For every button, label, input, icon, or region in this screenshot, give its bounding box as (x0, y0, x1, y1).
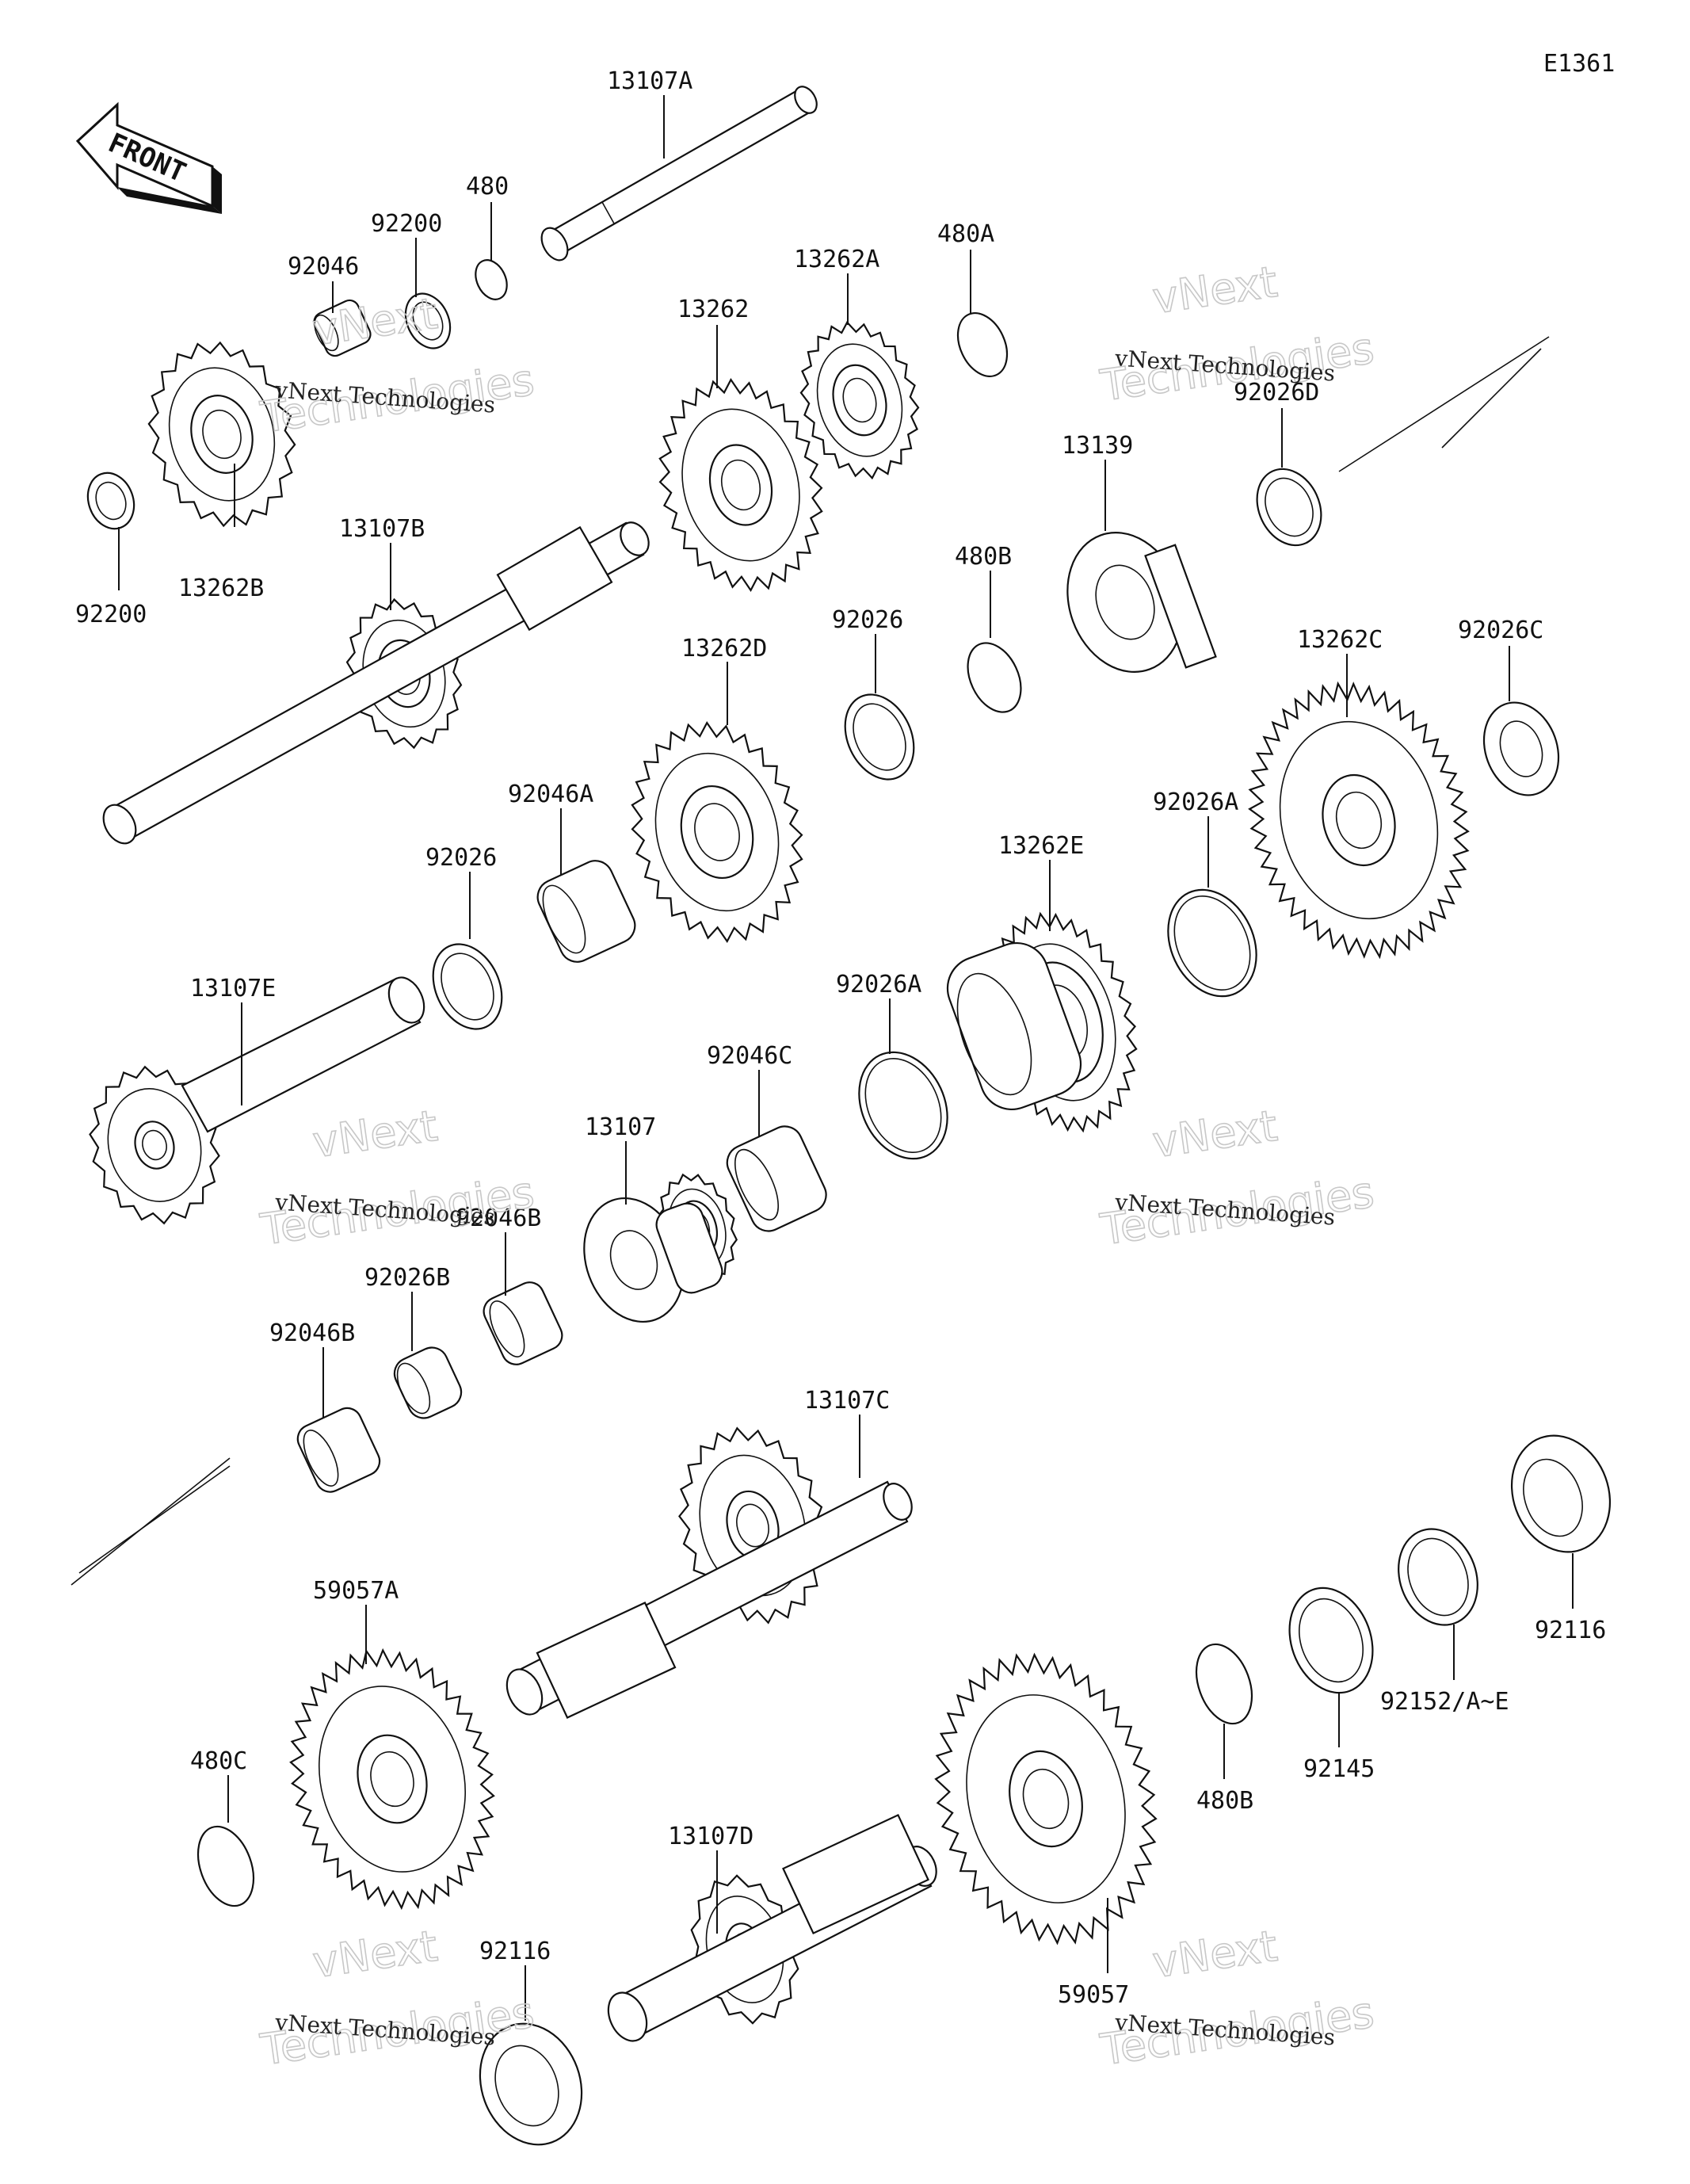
label-13107B: 13107B (339, 515, 425, 543)
washer-92026-mid (432, 943, 503, 1030)
label-13139: 13139 (1062, 432, 1133, 460)
needle-bearing-92046B-low (296, 1407, 381, 1493)
axis-line-bottom-left (71, 1457, 231, 1586)
label-92026-mid: 92026 (425, 844, 497, 872)
watermark-line1: vNext (1150, 1101, 1280, 1167)
circlip-480C (196, 1825, 255, 1907)
watermark-line1: vNext (1150, 1921, 1280, 1987)
label-13262C: 13262C (1297, 626, 1383, 654)
label-92026D: 92026D (1234, 379, 1319, 407)
label-92145: 92145 (1303, 1755, 1375, 1783)
washer-92200-left (86, 472, 135, 530)
gear-13262C (1248, 681, 1470, 960)
watermark-line1: vNext (310, 288, 441, 355)
label-92046C: 92046C (707, 1042, 792, 1070)
label-13262A: 13262A (794, 246, 879, 273)
axis-line-top-right-2 (1441, 348, 1542, 449)
label-59057A: 59057A (313, 1577, 399, 1605)
circlip-480A (956, 312, 1009, 377)
label-92026A-right: 92026A (1153, 788, 1238, 816)
label-480C: 480C (190, 1747, 247, 1775)
label-92200-top: 92200 (371, 210, 442, 238)
label-13262B: 13262B (178, 575, 264, 602)
washer-92026D (1256, 468, 1322, 547)
gear-13262 (658, 377, 823, 593)
race-92152 (1398, 1528, 1478, 1626)
label-59057: 59057 (1058, 1981, 1129, 2009)
collar-92026B (393, 1346, 463, 1419)
circlip-480 (475, 259, 508, 300)
label-13107C: 13107C (804, 1387, 890, 1415)
label-92116-right: 92116 (1535, 1617, 1606, 1644)
label-480: 480 (466, 173, 509, 200)
washer-92026C (1482, 701, 1560, 796)
washer-92026A-left (858, 1051, 948, 1160)
gear-13262B (147, 341, 296, 528)
shaft-13107B (102, 521, 650, 845)
needle-bearing-92046C (726, 1125, 827, 1232)
gear-13262D (631, 720, 803, 944)
label-92026-top: 92026 (832, 606, 903, 634)
washer-92026-top (844, 693, 915, 781)
label-480B-top: 480B (955, 543, 1012, 571)
front-arrow-icon: FRONT (75, 101, 222, 214)
axis-line-top-right (1338, 336, 1550, 472)
label-92046B-mid: 92046B (456, 1205, 541, 1232)
label-92046: 92046 (288, 253, 359, 281)
gear-59057A (289, 1648, 495, 1911)
shift-hub-13139 (1066, 532, 1217, 673)
label-92046A: 92046A (508, 781, 593, 808)
shaft-13107A (540, 86, 818, 262)
label-13107: 13107 (585, 1113, 656, 1141)
needle-bearing-92046A (536, 860, 636, 963)
label-13107E: 13107E (190, 975, 276, 1002)
diagram-id: E1361 (1543, 50, 1615, 78)
shaft-13107C (505, 1480, 913, 1719)
label-13107D: 13107D (668, 1823, 753, 1850)
gear-59057 (934, 1652, 1158, 1945)
shaft-13107D (607, 1813, 937, 2042)
label-92026C: 92026C (1458, 617, 1543, 644)
label-92116-bottom: 92116 (479, 1938, 551, 1965)
label-92200-left: 92200 (75, 601, 147, 628)
label-13262E: 13262E (998, 832, 1084, 860)
label-92152: 92152/A~E (1380, 1688, 1509, 1716)
label-92026A-left: 92026A (836, 971, 921, 998)
label-13262: 13262 (677, 296, 749, 323)
label-480B-low: 480B (1196, 1787, 1253, 1815)
hub-13107 (583, 1197, 723, 1323)
gear-13262A (799, 320, 920, 480)
label-13262D: 13262D (681, 635, 767, 662)
watermark-line1: vNext (310, 1921, 441, 1987)
washer-92026A-right (1167, 888, 1257, 998)
axis-line-bottom-left-2 (78, 1465, 231, 1574)
label-13107A: 13107A (607, 67, 692, 95)
taper-bearing-92116-bottom (479, 2022, 583, 2146)
watermark-line1: vNext (310, 1101, 441, 1167)
needle-bearing-92046 (313, 299, 372, 357)
leader-lines (118, 95, 1574, 2021)
taper-bearing-92116-right (1510, 1434, 1612, 1553)
label-92046B-low: 92046B (269, 1319, 355, 1347)
gear-13107E-integral (89, 1065, 220, 1225)
shim-92145 (1288, 1586, 1374, 1694)
needle-bearing-92046B-mid (483, 1281, 563, 1365)
watermark-line1: vNext (1150, 257, 1280, 323)
label-92026B: 92026B (364, 1264, 450, 1292)
circlip-480B-low (1195, 1643, 1253, 1725)
label-480A: 480A (937, 220, 994, 248)
dog-gear-13262E-body (946, 941, 1082, 1111)
circlip-480B-top (967, 642, 1022, 713)
